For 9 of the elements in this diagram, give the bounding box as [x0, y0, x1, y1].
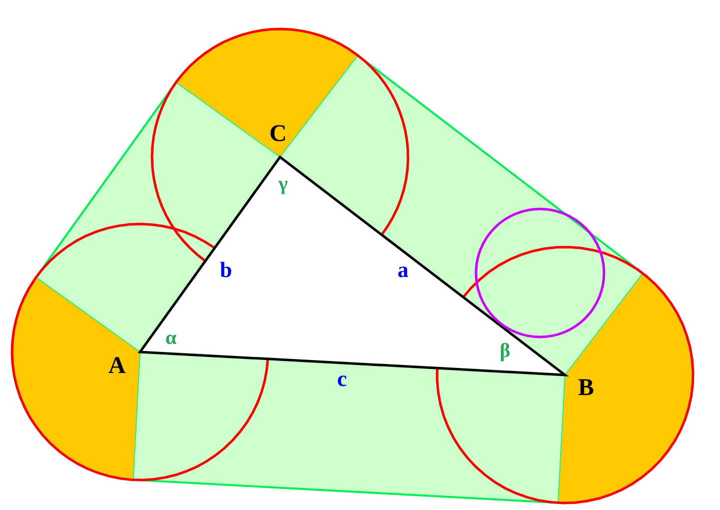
angle-label: β: [500, 341, 510, 361]
angle-label: γ: [278, 174, 288, 194]
vertex-label: B: [578, 376, 594, 400]
angle-label: α: [165, 328, 177, 348]
side-label: a: [398, 259, 408, 281]
side-label: b: [220, 259, 232, 281]
vertex-label: C: [269, 122, 287, 146]
vertex-label: A: [108, 354, 126, 378]
side-label: c: [337, 368, 347, 390]
